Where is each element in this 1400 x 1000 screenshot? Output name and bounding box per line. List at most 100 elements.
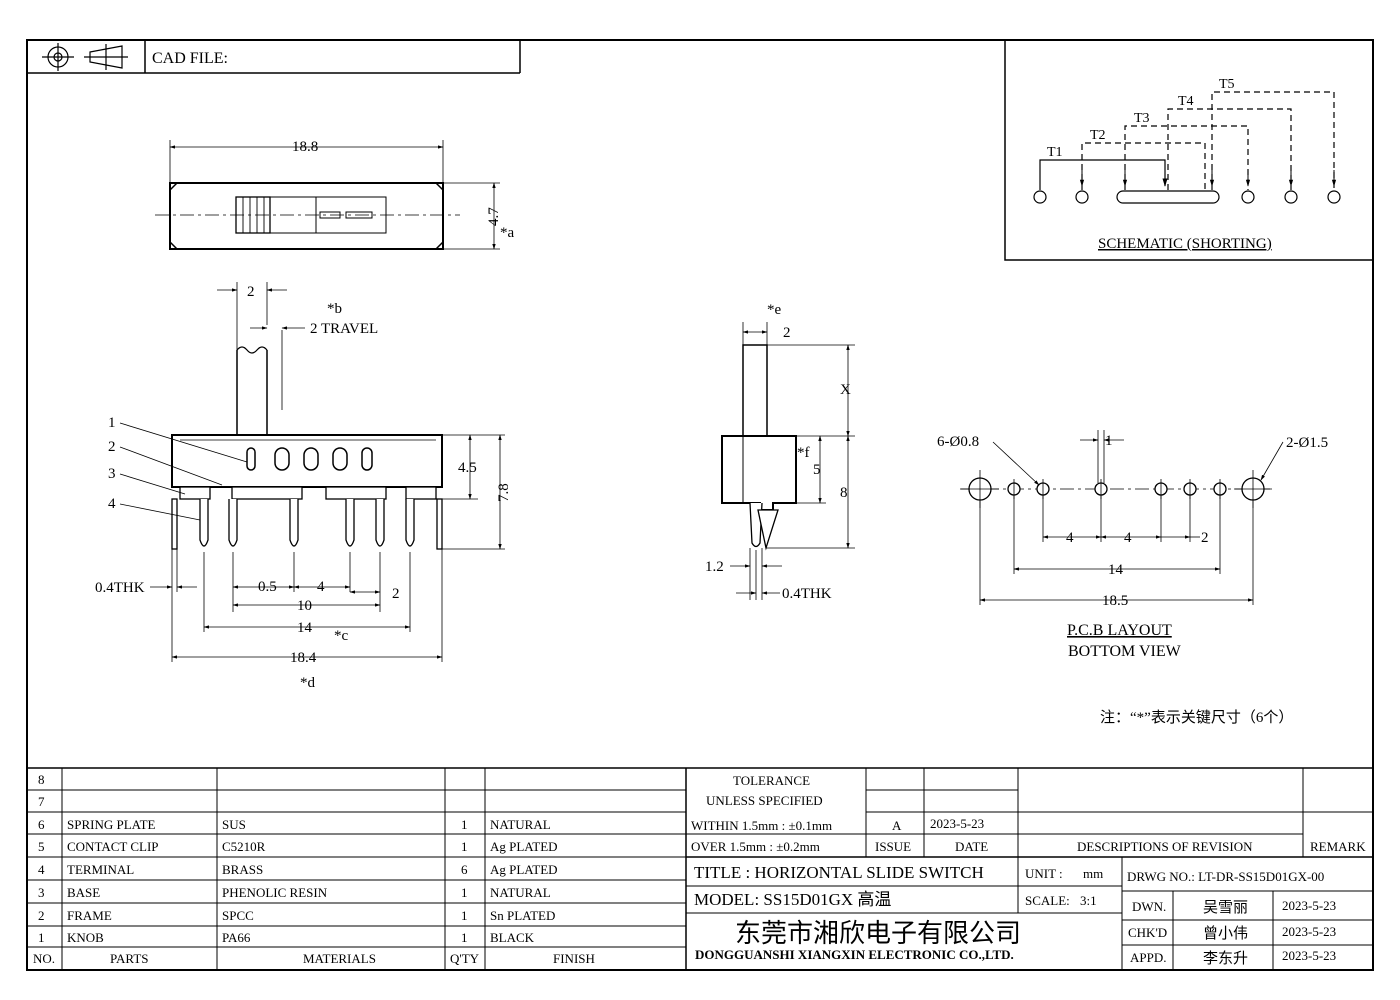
dim-pcb-1: 1	[1105, 433, 1113, 449]
dim-side-8: 8	[840, 485, 848, 501]
revision-label: DESCRIPTIONS OF REVISION	[1077, 839, 1253, 854]
dim-pcb-2: 2	[1201, 530, 1209, 546]
key-dimension-d: *d	[300, 675, 316, 691]
bom-finish: Sn PLATED	[490, 908, 555, 923]
pcb-subtitle: BOTTOM VIEW	[1068, 643, 1182, 660]
dim-thickness: 0.4THK	[95, 580, 145, 596]
issue-value: A	[892, 818, 902, 833]
bom-finish: Ag PLATED	[490, 839, 558, 854]
chk-label: CHK'D	[1128, 925, 1167, 940]
unit-value: mm	[1083, 866, 1103, 881]
bom-no: 1	[38, 930, 45, 945]
dim-pcb-4b: 4	[1124, 530, 1132, 546]
bom-no: 2	[38, 908, 45, 923]
bom-material: C5210R	[222, 839, 266, 854]
bom-header-materials: MATERIALS	[303, 951, 376, 966]
dim-small-holes: 6-Ø0.8	[937, 434, 979, 450]
dim-knob-width: 2	[247, 284, 255, 300]
sheet-border	[26, 39, 1374, 971]
tolerance-over: OVER 1.5mm : ±0.2mm	[691, 839, 820, 854]
bom-no: 3	[38, 885, 45, 900]
terminal-label: T2	[1090, 128, 1106, 143]
dim-side-5: 5	[813, 462, 821, 478]
terminal-label: T4	[1178, 94, 1194, 109]
dim-big-holes: 2-Ø1.5	[1286, 435, 1328, 451]
bom-no: 7	[38, 794, 45, 809]
key-dimension-note: 注：“*”表示关键尺寸（6个）	[1100, 709, 1293, 726]
dim-top-width: 18.8	[292, 139, 318, 155]
remark-label: REMARK	[1310, 839, 1366, 854]
bom-finish: Ag PLATED	[490, 862, 558, 877]
bom-table	[27, 767, 1373, 970]
bom-qty: 1	[461, 817, 468, 832]
bom-qty: 1	[461, 908, 468, 923]
date-value: 2023-5-23	[930, 816, 984, 831]
bom-part: SPRING PLATE	[67, 817, 156, 832]
dim-10: 10	[297, 598, 312, 614]
dim-pcb-18-5: 18.5	[1102, 593, 1128, 609]
unit-label: UNIT :	[1025, 866, 1063, 881]
dim-side-thickness: 0.4THK	[782, 586, 832, 602]
bom-part: BASE	[67, 885, 100, 900]
appd-label: APPD.	[1130, 950, 1167, 965]
key-dimension-f: *f	[797, 445, 810, 461]
dim-body-height: 4.5	[458, 460, 477, 476]
projection-symbol-icon	[42, 43, 128, 71]
bom-qty: 6	[461, 862, 468, 877]
bom-header-parts: PARTS	[110, 951, 149, 966]
bom-part: TERMINAL	[67, 862, 134, 877]
chk-date: 2023-5-23	[1282, 924, 1336, 939]
company-name-en: DONGGUANSHI XIANGXIN ELECTRONIC CO.,LTD.	[695, 947, 1014, 962]
pcb-layout: 6-Ø0.8 2-Ø1.5 1 4 4 2 14 18.5 P.C.B LAYO…	[937, 430, 1328, 660]
callout-3: 3	[108, 466, 116, 482]
issue-label: ISSUE	[875, 839, 911, 854]
tolerance-line2: UNLESS SPECIFIED	[706, 793, 823, 808]
callout-4: 4	[108, 496, 116, 512]
dim-0-5: 0.5	[258, 579, 277, 595]
cad-file-label: CAD FILE:	[152, 50, 228, 67]
bom-finish: NATURAL	[490, 817, 551, 832]
bom-material: SPCC	[222, 908, 254, 923]
bom-part: CONTACT CLIP	[67, 839, 159, 854]
dim-pcb-14: 14	[1108, 562, 1124, 578]
tolerance-line1: TOLERANCE	[733, 773, 810, 788]
drawing-title: TITLE : HORIZONTAL SLIDE SWITCH	[694, 863, 984, 882]
schematic-title: SCHEMATIC (SHORTING)	[1098, 236, 1272, 252]
terminal-label: T5	[1219, 77, 1235, 92]
dim-total-height: 7.8	[496, 483, 512, 502]
key-dimension-c: *c	[334, 628, 349, 644]
bom-qty: 1	[461, 839, 468, 854]
bom-qty: 1	[461, 930, 468, 945]
tolerance-within: WITHIN 1.5mm : ±0.1mm	[691, 818, 832, 833]
top-view: 18.8 4.7 *a	[155, 139, 515, 250]
bom-material: BRASS	[222, 862, 263, 877]
dwn-name: 吴雪丽	[1203, 899, 1248, 916]
side-view: *e 2 X *f 5 8 1.2 0.4THK	[705, 302, 855, 602]
dim-14: 14	[297, 620, 313, 636]
appd-date: 2023-5-23	[1282, 948, 1336, 963]
dim-side-knob: 2	[783, 325, 791, 341]
terminal-label: T3	[1134, 111, 1150, 126]
dwn-date: 2023-5-23	[1282, 898, 1336, 913]
bom-rows: 8 7 6 SPRING PLATE SUS 1 NATURAL 5 CONTA…	[33, 772, 595, 966]
title-block-grid	[686, 768, 1373, 970]
model-name: MODEL: SS15D01GX 高温	[694, 890, 891, 909]
dim-top-height: 4.7	[486, 207, 502, 226]
drawing-number: DRWG NO.: LT-DR-SS15D01GX-00	[1127, 869, 1324, 884]
pcb-title: P.C.B LAYOUT	[1067, 622, 1172, 639]
terminal-label: T1	[1047, 145, 1063, 160]
scale-value: 3:1	[1080, 893, 1097, 908]
company-name-cn: 东莞市湘欣电子有限公司	[735, 919, 1021, 948]
key-dimension-a: *a	[500, 225, 515, 241]
bom-part: FRAME	[67, 908, 112, 923]
bom-material: PHENOLIC RESIN	[222, 885, 328, 900]
dim-2: 2	[392, 586, 400, 602]
bom-no: 4	[38, 862, 45, 877]
bom-header-no: NO.	[33, 951, 55, 966]
bom-no: 5	[38, 839, 45, 854]
dim-4: 4	[317, 579, 325, 595]
dim-side-1-2: 1.2	[705, 559, 724, 575]
appd-name: 李东升	[1203, 950, 1248, 967]
header-block: CAD FILE:	[27, 40, 521, 74]
